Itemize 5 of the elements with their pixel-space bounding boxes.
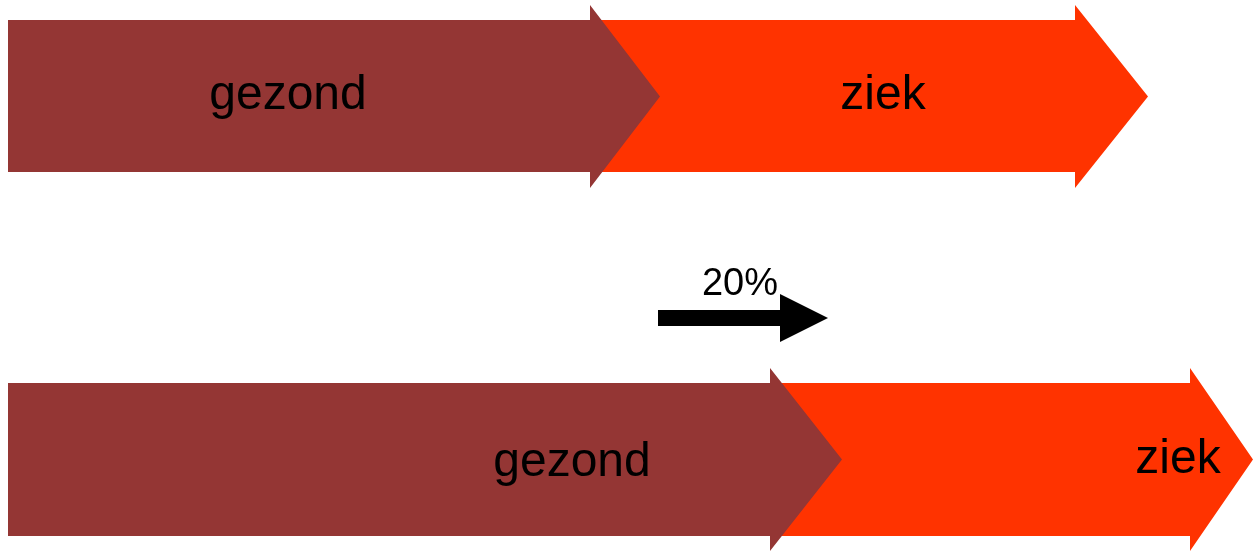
arrow-label: gezond xyxy=(209,69,367,117)
percentage-label: 20% xyxy=(701,263,779,301)
arrow-label: gezond xyxy=(493,436,651,484)
arrow-label: ziek xyxy=(1135,433,1221,481)
arrow-label: ziek xyxy=(840,69,926,117)
